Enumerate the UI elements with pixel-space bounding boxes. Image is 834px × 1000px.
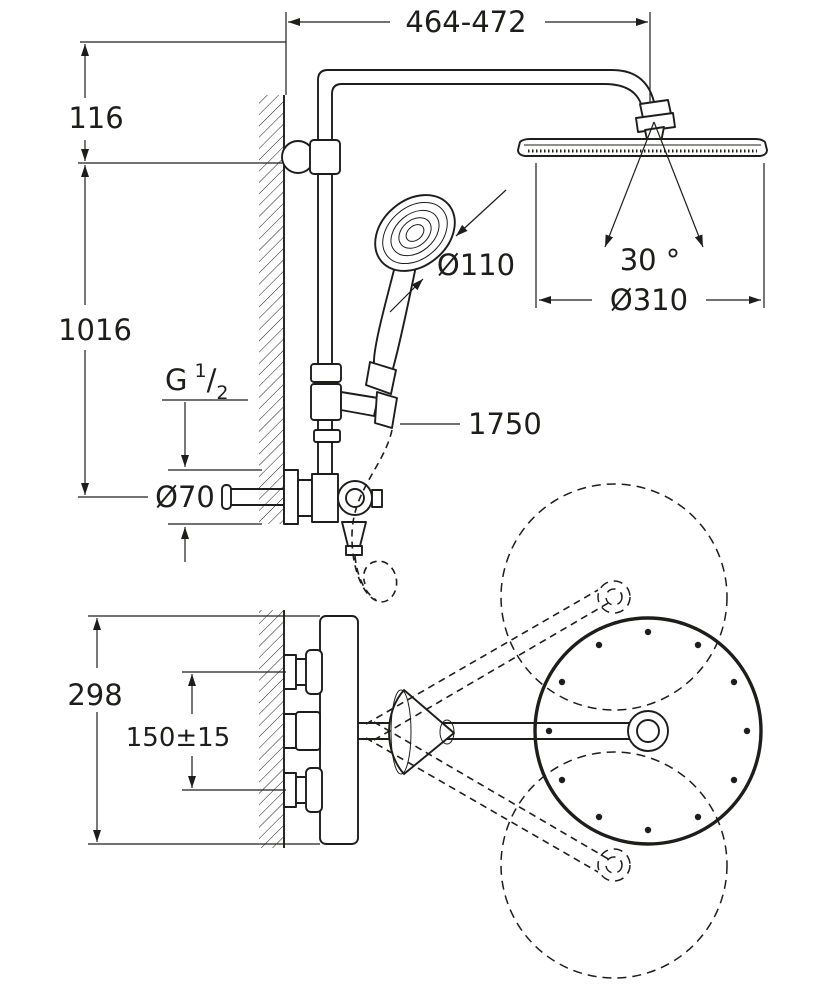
wall-bracket: [281, 139, 341, 175]
shower-hose: [351, 429, 398, 603]
hand-shower-plan: [388, 689, 455, 775]
dim-top-offset-label: 116: [68, 101, 123, 135]
dim-span-width: 464-472: [285, 5, 651, 102]
outlet-cone: [341, 521, 367, 547]
thermostat: [221, 469, 383, 556]
escutcheon: [283, 469, 299, 525]
dim-hose-length: 1750: [400, 407, 542, 441]
rail-ring: [313, 429, 341, 443]
thread-numerator: 1: [194, 360, 206, 382]
thread-g: G: [165, 363, 187, 397]
bracket-clamp: [309, 139, 341, 175]
handle-end-cap: [365, 361, 397, 395]
knob-cap: [371, 489, 383, 508]
hand-shower-handle: [373, 261, 417, 377]
hand-shower-head: [374, 194, 456, 272]
thread-slash: /: [207, 363, 217, 397]
wall-section-plan: [259, 610, 285, 848]
swivel-ghost-arms: [365, 589, 611, 873]
supply-cap: [221, 484, 232, 510]
dim-valve-spacing: 150±15: [126, 671, 286, 791]
dim-span-width-label: 464-472: [405, 5, 526, 39]
swivel-ghost-lower: [500, 751, 728, 979]
head-shower-side: [517, 138, 768, 157]
hand-shower: [365, 194, 456, 429]
valve-knob-upper: [283, 649, 323, 695]
dim-swivel-angle: 30 °: [604, 121, 704, 277]
nozzle-dots: [545, 628, 751, 834]
dim-headshower-label: Ø310: [610, 283, 688, 317]
dim-headshower: Ø310: [535, 163, 765, 317]
swivel-ghost-upper: [500, 483, 728, 711]
outlet-center: [283, 711, 321, 751]
dim-bar-span-label: 298: [67, 678, 122, 712]
slider-holder: [310, 363, 379, 421]
head-shower-plan: [533, 616, 763, 846]
holder-arm: [340, 391, 379, 417]
thread-denominator: 2: [216, 382, 228, 404]
arm-hub-outer: [627, 710, 669, 752]
hose-outlet: [374, 391, 398, 429]
s-union: [297, 479, 313, 517]
dim-valve-spacing-label: 150±15: [126, 723, 231, 753]
valve-knob-lower: [283, 767, 323, 813]
wall-hatch-plan: [259, 610, 284, 848]
wall-section-elevation: [259, 95, 285, 524]
dim-bar-span: 298: [67, 615, 320, 845]
thermostat-bar: [319, 615, 359, 845]
wall-hatch: [259, 95, 284, 524]
dim-handshower-label: Ø110: [437, 248, 515, 282]
dim-handshower: Ø110: [389, 189, 515, 313]
dim-rail-height: 1016: [58, 165, 148, 498]
thermostat-body: [311, 473, 339, 523]
dim-hose-length-label: 1750: [468, 407, 542, 441]
swivel-connector: [635, 99, 676, 145]
dim-top-offset: 116: [68, 41, 286, 164]
shower-bar-plan: [283, 615, 359, 845]
outlet-nut: [345, 545, 363, 556]
head-shower-rim: [533, 616, 763, 846]
dim-swivel-angle-label: 30 °: [620, 243, 681, 277]
dim-rail-height-label: 1016: [58, 313, 132, 347]
dim-escutcheon: Ø70: [155, 402, 262, 562]
arm-hub-inner: [636, 719, 660, 743]
dim-escutcheon-label: Ø70: [155, 480, 215, 514]
